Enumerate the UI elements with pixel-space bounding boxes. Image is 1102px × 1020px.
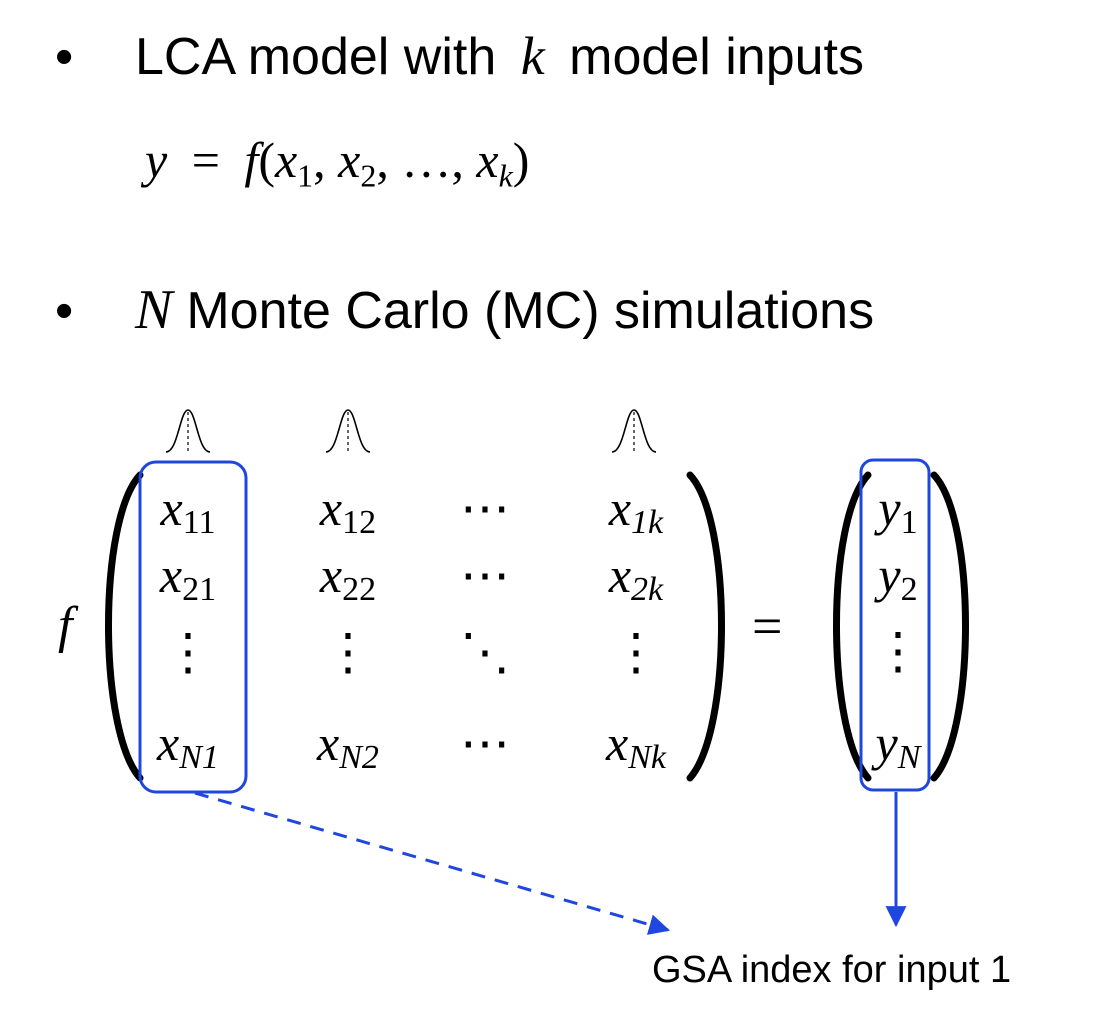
- matrix-cell: ⋮: [323, 624, 373, 680]
- matrix-cell: x11: [160, 480, 216, 541]
- output-vector-left-paren: [833, 471, 872, 782]
- input-matrix-right-paren: [686, 471, 725, 782]
- matrix-cell: ⋮: [611, 624, 661, 680]
- model-formula: y = f(x1, x2, …, xk): [145, 132, 530, 194]
- formula-y: y: [145, 132, 168, 188]
- formula-xk-sub: k: [498, 157, 513, 194]
- output-cell: yN: [871, 715, 923, 776]
- matrix-cell: ⋯: [460, 715, 510, 771]
- bullet-marker: •: [55, 282, 74, 340]
- variable-N: N: [135, 279, 173, 341]
- matrix-cell: ⋯: [460, 547, 510, 603]
- input-matrix-cells: x11 x12 ⋯ x1k x21 x22 ⋯ x2k ⋮ ⋮ ⋱ ⋮ xN1 xN2 ⋯ xNk: [156, 480, 667, 776]
- output-cell: y2: [873, 547, 917, 608]
- output-vector-right-paren: [930, 471, 969, 782]
- matrix-cell: x12: [319, 480, 376, 541]
- output-column-highlight: [859, 458, 931, 792]
- input-to-gsa-dashed-arrow: [194, 791, 671, 935]
- matrix-cell: x22: [319, 547, 376, 608]
- matrix-cell: xN1: [156, 715, 219, 776]
- formula-x1: x: [274, 132, 298, 188]
- gsa-index-caption: GSA index for input 1: [652, 949, 1012, 991]
- matrix-equals: =: [752, 596, 782, 656]
- bullet-marker: •: [55, 28, 74, 86]
- matrix-cell: x21: [159, 547, 216, 608]
- output-cell: y1: [873, 480, 917, 541]
- matrix-cell: ⋮: [163, 624, 213, 680]
- bullet-1-lead-text: LCA model with: [135, 28, 497, 86]
- first-input-column-highlight: [138, 460, 248, 794]
- matrix-cell: x2k: [608, 547, 664, 608]
- matrix-cell: ⋱: [460, 624, 510, 680]
- output-cell: ⋮: [873, 623, 923, 679]
- bullet-line-1: • LCA model with k model inputs: [55, 26, 864, 87]
- formula-open-paren: (: [258, 132, 275, 188]
- matrix-cell: xNk: [605, 715, 667, 776]
- matrix-cell: x1k: [608, 480, 664, 541]
- formula-ellipsis: …: [401, 132, 452, 188]
- distribution-icon: [325, 409, 371, 453]
- formula-f: f: [244, 132, 259, 188]
- variable-k: k: [520, 26, 545, 86]
- bullet-1-trail-text: model inputs: [569, 28, 865, 86]
- formula-x2-sub: 2: [360, 157, 377, 194]
- formula-x1-sub: 1: [297, 157, 314, 194]
- input-matrix-left-paren: [105, 471, 144, 782]
- distribution-icon: [165, 409, 211, 453]
- formula-close-paren: ): [512, 132, 530, 188]
- matrix-function-f: f: [58, 597, 79, 654]
- distribution-icon: [611, 409, 657, 453]
- formula-x2: x: [338, 132, 361, 188]
- bullet-2-trail-text: Monte Carlo (MC) simulations: [186, 282, 875, 340]
- formula-equals: =: [191, 132, 220, 188]
- formula-xk: x: [476, 132, 499, 188]
- matrix-cell: ⋯: [460, 480, 510, 536]
- matrix-cell: xN2: [316, 715, 379, 776]
